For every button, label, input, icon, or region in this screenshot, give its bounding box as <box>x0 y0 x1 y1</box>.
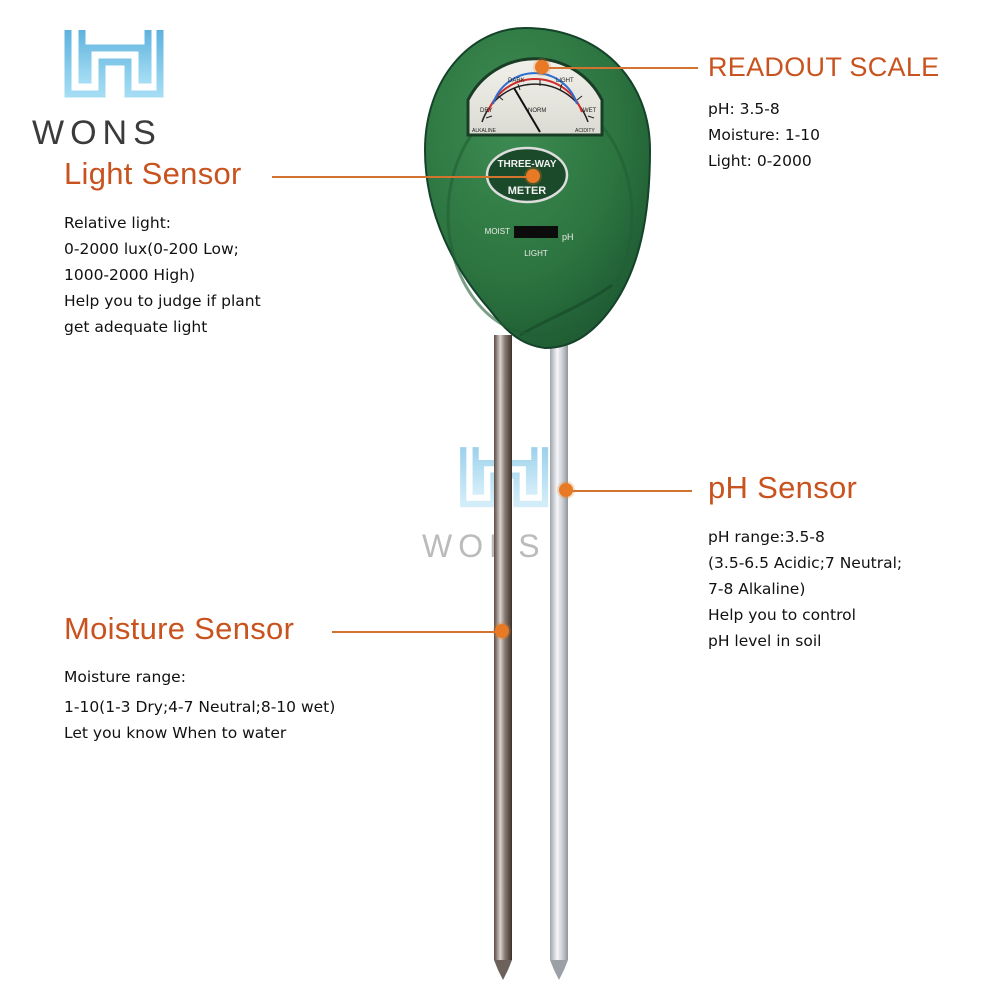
dial-label-norm: NORM <box>528 108 546 114</box>
moisture-sensor-title: Moisture Sensor <box>64 611 295 646</box>
dial-label-dry: DRY <box>480 108 493 114</box>
ph-probe <box>550 335 568 980</box>
readout-line-light: Light: 0-2000 <box>708 152 812 170</box>
switch-label-moist: MOIST <box>485 227 510 236</box>
moisture-line-1: Moisture range: <box>64 668 186 686</box>
ph-sensor-title: pH Sensor <box>708 470 858 505</box>
readout-scale-title: READOUT SCALE <box>708 52 940 82</box>
readout-scale-description: pH: 3.5-8 Moisture: 1-10 Light: 0-2000 <box>708 96 820 174</box>
light-sensor-description: Relative light: 0-2000 lux(0-200 Low; 10… <box>64 210 261 340</box>
light-marker-dot <box>526 169 540 183</box>
ph-line-4: Help you to control <box>708 606 856 624</box>
moisture-sensor-description: Moisture range: 1-10(1-3 Dry;4-7 Neutral… <box>64 664 335 746</box>
moisture-line-3: Let you know When to water <box>64 724 287 742</box>
watermark-wordmark: WONS <box>422 528 546 564</box>
ph-line-1: pH range:3.5-8 <box>708 528 825 546</box>
readout-leader-line <box>548 67 698 69</box>
moisture-leader-line <box>332 631 502 633</box>
light-sensor-title: Light Sensor <box>64 156 242 191</box>
ph-marker-dot <box>559 483 573 497</box>
mode-switch[interactable]: MOIST pH LIGHT <box>485 226 574 258</box>
dial-label-light: LIGHT <box>556 78 574 84</box>
dial-label-acidity: ACIDITY <box>575 128 595 134</box>
ph-sensor-description: pH range:3.5-8 (3.5-6.5 Acidic;7 Neutral… <box>708 524 902 654</box>
dial-label-dark: DARK <box>508 78 525 84</box>
readout-line-ph: pH: 3.5-8 <box>708 100 780 118</box>
moisture-probe <box>494 335 512 980</box>
readout-dial: DARK LIGHT DRY WET ALKALINE ACIDITY NORM <box>466 57 604 137</box>
switch-label-ph: pH <box>562 232 574 242</box>
readout-line-moisture: Moisture: 1-10 <box>708 126 821 144</box>
switch-label-light: LIGHT <box>524 249 548 258</box>
logo-wordmark: WONS <box>32 114 162 152</box>
moisture-line-2: 1-10(1-3 Dry;4-7 Neutral;8-10 wet) <box>64 698 336 716</box>
logo-mark-icon <box>64 30 164 98</box>
badge-line-1: THREE-WAY <box>497 159 556 170</box>
dial-label-alkaline: ALKALINE <box>472 128 497 134</box>
light-line-3: 1000-2000 High) <box>64 266 196 284</box>
ph-line-5: pH level in soil <box>708 632 822 650</box>
light-line-4: Help you to judge if plant <box>64 292 261 310</box>
ph-line-2: (3.5-6.5 Acidic;7 Neutral; <box>708 554 903 572</box>
ph-leader-line <box>572 490 692 492</box>
light-leader-line <box>272 176 526 178</box>
light-line-2: 0-2000 lux(0-200 Low; <box>64 240 239 258</box>
light-line-1: Relative light: <box>64 214 172 232</box>
ph-line-3: 7-8 Alkaline) <box>708 580 806 598</box>
badge-line-2: METER <box>508 185 547 197</box>
dial-needle <box>513 87 541 133</box>
moisture-marker-dot <box>495 624 509 638</box>
light-line-5: get adequate light <box>64 318 208 336</box>
readout-marker-dot <box>535 60 549 74</box>
dial-label-wet: WET <box>583 108 597 114</box>
brand-logo: WONS <box>30 22 200 152</box>
